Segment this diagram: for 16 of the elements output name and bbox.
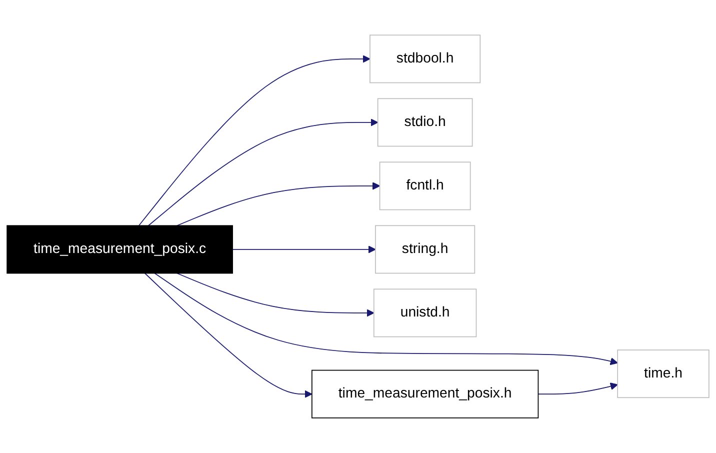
arrow bbox=[144, 272, 312, 398]
node-box: stdbool.h bbox=[370, 34, 481, 84]
arrow bbox=[148, 118, 378, 226]
node-box: stdio.h bbox=[377, 98, 473, 147]
arrow bbox=[176, 182, 380, 226]
node-box: string.h bbox=[375, 225, 476, 274]
arrow bbox=[154, 272, 618, 366]
arrow bbox=[232, 246, 376, 254]
arrow bbox=[176, 272, 374, 317]
node-box: unistd.h bbox=[373, 288, 477, 338]
node-box: time_measurement_posix.h bbox=[311, 370, 539, 418]
arrow bbox=[538, 382, 618, 395]
arrow bbox=[138, 55, 370, 226]
node-box: fcntl.h bbox=[379, 162, 471, 210]
node-box: time_measurement_posix.c bbox=[6, 225, 233, 274]
node-box: time.h bbox=[617, 350, 710, 398]
